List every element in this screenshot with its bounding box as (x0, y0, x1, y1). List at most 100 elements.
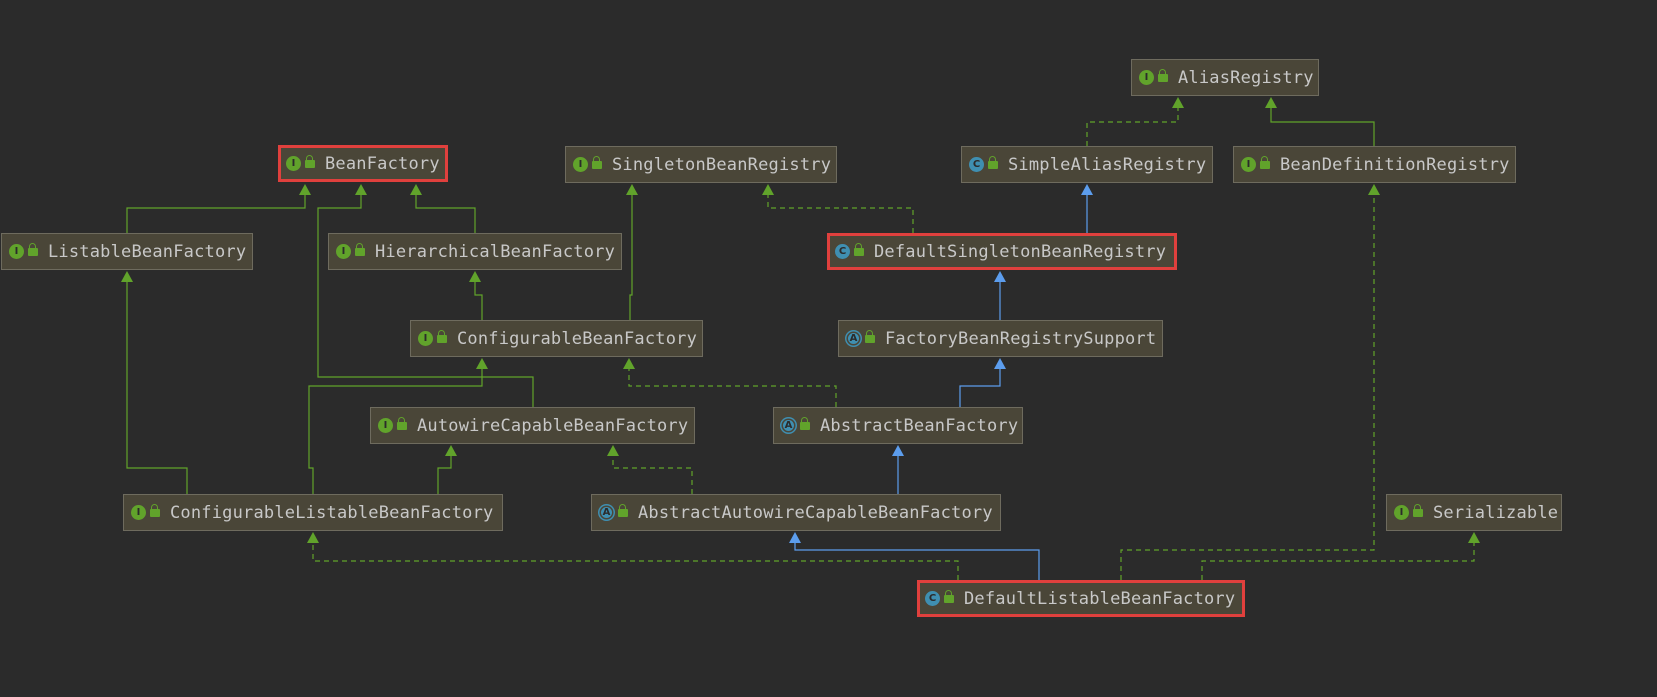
edge-simple-alias-registry-to-alias-registry (1086, 97, 1184, 146)
edge-default-listable-bean-factory-to-configurable-listable-bean-factory (307, 532, 959, 580)
node-abstract-bean-factory[interactable]: A AbstractBeanFactory (773, 407, 1023, 444)
arrowhead (410, 184, 422, 195)
arrowhead (623, 358, 635, 369)
interface-icon: I (1241, 157, 1256, 172)
public-visibility-icon (28, 242, 38, 256)
node-label: DefaultSingletonBeanRegistry (874, 241, 1167, 262)
node-listable-bean-factory[interactable]: I ListableBeanFactory (1, 233, 253, 270)
public-visibility-icon (592, 155, 602, 169)
node-factory-bean-registry-support[interactable]: A FactoryBeanRegistrySupport (838, 320, 1163, 357)
public-visibility-icon (355, 242, 365, 256)
edge-hierarchical-bean-factory-to-bean-factory (410, 184, 476, 233)
node-label: ConfigurableListableBeanFactory (170, 502, 494, 523)
node-default-singleton-bean-registry[interactable]: C DefaultSingletonBeanRegistry (827, 233, 1177, 270)
interface-icon: I (9, 244, 24, 259)
node-serializable[interactable]: I Serializable (1386, 494, 1562, 531)
arrowhead (1081, 184, 1093, 195)
node-label: AbstractBeanFactory (820, 415, 1019, 436)
node-label: AliasRegistry (1178, 67, 1314, 88)
arrowhead (994, 271, 1006, 282)
public-visibility-icon (150, 503, 160, 517)
interface-icon: I (573, 157, 588, 172)
node-label: BeanDefinitionRegistry (1280, 154, 1510, 175)
arrowhead (762, 184, 774, 195)
interface-icon: I (378, 418, 393, 433)
interface-icon: I (1139, 70, 1154, 85)
public-visibility-icon (1158, 68, 1168, 82)
edge-configurable-listable-bean-factory-to-listable-bean-factory (121, 271, 188, 494)
public-visibility-icon (800, 416, 810, 430)
class-icon: C (925, 591, 940, 606)
node-bean-factory[interactable]: I BeanFactory (278, 145, 448, 182)
node-label: AutowireCapableBeanFactory (417, 415, 689, 436)
arrowhead (469, 271, 481, 282)
edge-default-listable-bean-factory-to-abstract-autowire-capable-bean-factory (789, 532, 1040, 580)
edge-abstract-bean-factory-to-factory-bean-registry-support (959, 358, 1006, 407)
node-alias-registry[interactable]: I AliasRegistry (1131, 59, 1319, 96)
node-label: DefaultListableBeanFactory (964, 588, 1236, 609)
public-visibility-icon (854, 242, 864, 256)
arrowhead (626, 184, 638, 195)
arrowhead (994, 358, 1006, 369)
public-visibility-icon (1260, 155, 1270, 169)
arrowhead (121, 271, 133, 282)
class-icon: C (969, 157, 984, 172)
edge-abstract-bean-factory-to-configurable-bean-factory (623, 358, 837, 407)
arrowhead (307, 532, 319, 543)
public-visibility-icon (865, 329, 875, 343)
edge-configurable-bean-factory-to-hierarchical-bean-factory (469, 271, 483, 320)
interface-icon: I (1394, 505, 1409, 520)
node-singleton-bean-registry[interactable]: I SingletonBeanRegistry (565, 146, 837, 183)
node-label: SingletonBeanRegistry (612, 154, 832, 175)
edge-default-listable-bean-factory-to-bean-definition-registry (1120, 184, 1380, 580)
edge-configurable-listable-bean-factory-to-configurable-bean-factory (308, 358, 488, 494)
edge-abstract-autowire-capable-bean-factory-to-autowire-capable-bean-factory (607, 445, 693, 494)
arrowhead (1468, 532, 1480, 543)
edge-abstract-autowire-capable-bean-factory-to-abstract-bean-factory (892, 445, 904, 494)
class-icon: C (835, 244, 850, 259)
node-label: ListableBeanFactory (48, 241, 247, 262)
node-simple-alias-registry[interactable]: C SimpleAliasRegistry (961, 146, 1213, 183)
node-label: AbstractAutowireCapableBeanFactory (638, 502, 993, 523)
interface-icon: I (336, 244, 351, 259)
public-visibility-icon (618, 503, 628, 517)
abstract-class-icon: A (783, 420, 794, 431)
public-visibility-icon (437, 329, 447, 343)
edge-default-listable-bean-factory-to-serializable (1201, 532, 1480, 580)
node-default-listable-bean-factory[interactable]: C DefaultListableBeanFactory (917, 580, 1245, 617)
node-bean-definition-registry[interactable]: I BeanDefinitionRegistry (1233, 146, 1516, 183)
arrowhead (1368, 184, 1380, 195)
node-label: FactoryBeanRegistrySupport (885, 328, 1157, 349)
edge-listable-bean-factory-to-bean-factory (126, 184, 311, 233)
node-label: HierarchicalBeanFactory (375, 241, 616, 262)
arrowhead (476, 358, 488, 369)
public-visibility-icon (305, 154, 315, 168)
edge-factory-bean-registry-support-to-default-singleton-bean-registry (994, 271, 1006, 320)
arrowhead (607, 445, 619, 456)
public-visibility-icon (397, 416, 407, 430)
arrowhead (355, 184, 367, 195)
node-label: BeanFactory (325, 153, 440, 174)
node-label: SimpleAliasRegistry (1008, 154, 1207, 175)
public-visibility-icon (1413, 503, 1423, 517)
edge-configurable-bean-factory-to-singleton-bean-registry (626, 184, 638, 320)
public-visibility-icon (988, 155, 998, 169)
node-autowire-capable-bean-factory[interactable]: I AutowireCapableBeanFactory (370, 407, 695, 444)
interface-icon: I (286, 156, 301, 171)
arrowhead (445, 445, 457, 456)
node-hierarchical-bean-factory[interactable]: I HierarchicalBeanFactory (328, 233, 622, 270)
node-label: Serializable (1433, 502, 1559, 523)
arrowhead (789, 532, 801, 543)
arrowhead (1265, 97, 1277, 108)
abstract-class-icon: A (848, 333, 859, 344)
node-label: ConfigurableBeanFactory (457, 328, 698, 349)
edge-bean-definition-registry-to-alias-registry (1265, 97, 1375, 146)
edge-autowire-capable-bean-factory-to-bean-factory (317, 184, 534, 407)
edge-default-singleton-bean-registry-to-singleton-bean-registry (762, 184, 914, 233)
arrowhead (1172, 97, 1184, 108)
